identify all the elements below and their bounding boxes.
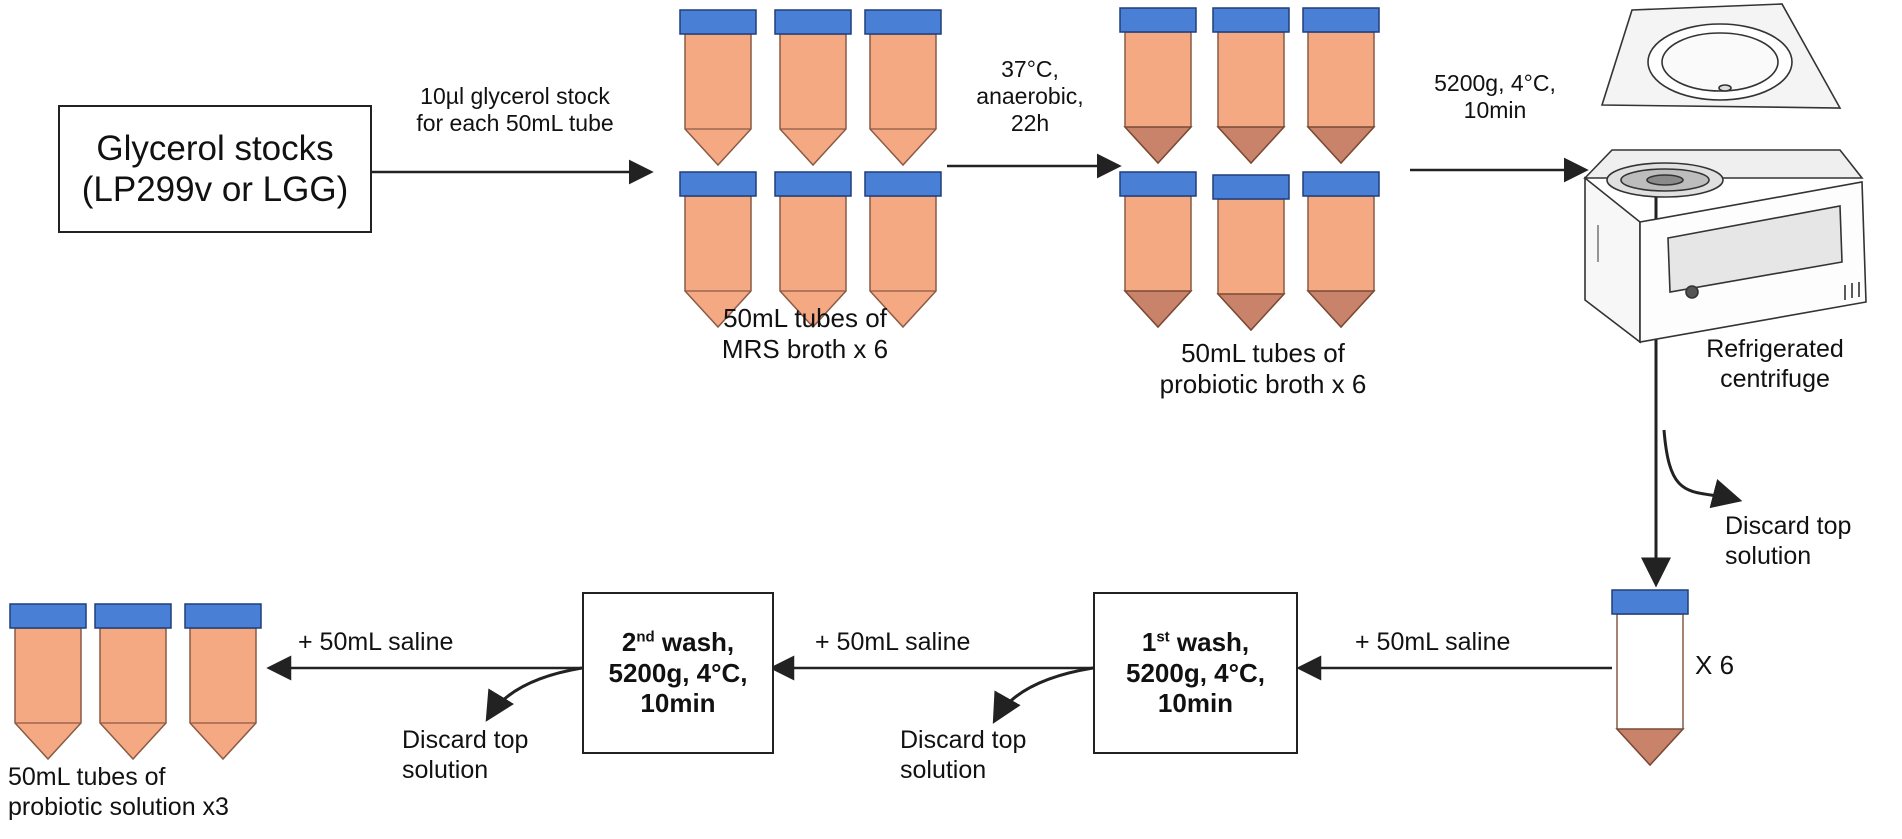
discard-main-line1: Discard top — [1725, 512, 1852, 540]
incubation-line2: anaerobic, — [976, 83, 1084, 110]
discard-1-line2: solution — [900, 755, 987, 784]
centrifuge-caption: Refrigerated centrifuge — [1660, 335, 1890, 394]
saline-label-3: + 50mL saline — [298, 628, 454, 656]
mrs-caption-line1: 50mL tubes of — [723, 303, 887, 333]
first-wash-box: 1st wash, 5200g, 4°C, 10min — [1093, 592, 1298, 754]
pellet-tube-group — [1611, 589, 1689, 767]
second-wash-line3: 10min — [640, 688, 716, 719]
first-wash-title: 1st wash, — [1141, 626, 1250, 657]
saline-label-2: + 50mL saline — [815, 628, 971, 656]
conical-tube-icon — [1212, 7, 1290, 165]
discard-main-label: Discard top solution — [1725, 512, 1885, 571]
centrifuge-step-line1: 5200g, 4°C, — [1434, 70, 1556, 96]
discard-label-1: Discard top solution — [900, 726, 1075, 785]
centrifuge-caption-line1: Refrigerated — [1706, 335, 1844, 363]
incubation-step-label: 37°C, anaerobic, 22h — [950, 56, 1110, 137]
arrow-discard-main — [1662, 429, 1743, 509]
saline-label-1: + 50mL saline — [1355, 628, 1511, 656]
conical-tube-icon — [1212, 174, 1290, 332]
first-wash-line2: 5200g, 4°C, — [1125, 657, 1266, 688]
conical-tube-icon — [1119, 171, 1197, 329]
discard-2-line1: Discard top — [402, 726, 529, 754]
conical-tube-icon — [679, 171, 757, 329]
final-caption-line2: probiotic solution x3 — [8, 792, 229, 821]
arrow-discard-2 — [485, 666, 583, 722]
conical-tube-icon — [864, 9, 942, 167]
discard-1-line1: Discard top — [900, 726, 1027, 754]
centrifuge-step-line2: 10min — [1463, 97, 1527, 124]
centrifuge-step-label: 5200g, 4°C, 10min — [1405, 70, 1585, 124]
glycerol-stocks-subtitle: (LP299v or LGG) — [81, 170, 349, 209]
discard-label-2: Discard top solution — [402, 726, 577, 785]
probiotic-broth-caption: 50mL tubes of probiotic broth x 6 — [1118, 338, 1408, 399]
conical-tube-icon — [774, 171, 852, 329]
incubation-line1: 37°C, — [1001, 56, 1059, 82]
conical-tube-icon — [9, 603, 87, 761]
conical-tube-icon — [1611, 589, 1689, 767]
second-wash-box: 2nd wash, 5200g, 4°C, 10min — [582, 592, 774, 754]
glycerol-step-line2: for each 50mL tube — [416, 110, 614, 137]
pellet-tube-multiplier: X 6 — [1695, 650, 1735, 680]
centrifuge-caption-line2: centrifuge — [1720, 364, 1830, 393]
second-wash-line2: 5200g, 4°C, — [608, 657, 748, 688]
probiotic-caption-line2: probiotic broth x 6 — [1159, 368, 1367, 399]
glycerol-step-line1: 10µl glycerol stock — [420, 83, 610, 109]
centrifuge-icon — [1583, 3, 1867, 344]
conical-tube-icon — [774, 9, 852, 167]
glycerol-step-label: 10µl glycerol stock for each 50mL tube — [380, 83, 650, 137]
conical-tube-icon — [679, 9, 757, 167]
final-tubes-caption: 50mL tubes of probiotic solution x3 — [8, 763, 308, 822]
conical-tube-icon — [1302, 7, 1380, 165]
conical-tube-icon — [1119, 7, 1197, 165]
final-caption-line1: 50mL tubes of — [8, 763, 166, 791]
discard-2-line2: solution — [402, 755, 489, 784]
probiotic-solution-tube-group — [9, 603, 262, 761]
probiotic-broth-tube-group — [1119, 7, 1380, 332]
conical-tube-icon — [184, 603, 262, 761]
conical-tube-icon — [1302, 171, 1380, 329]
conical-tube-icon — [94, 603, 172, 761]
glycerol-stocks-box: Glycerol stocks (LP299v or LGG) — [58, 105, 372, 233]
glycerol-stocks-title: Glycerol stocks — [96, 128, 334, 168]
discard-main-line2: solution — [1725, 541, 1812, 570]
mrs-broth-tube-group — [679, 9, 942, 329]
incubation-line3: 22h — [1010, 110, 1050, 137]
mrs-tubes-caption: 50mL tubes of MRS broth x 6 — [665, 303, 945, 364]
arrow-discard-1 — [992, 666, 1094, 724]
second-wash-title: 2nd wash, — [621, 626, 735, 657]
probiotic-caption-line1: 50mL tubes of — [1181, 338, 1345, 368]
conical-tube-icon — [864, 171, 942, 329]
first-wash-line3: 10min — [1157, 688, 1234, 719]
mrs-caption-line2: MRS broth x 6 — [721, 333, 889, 364]
